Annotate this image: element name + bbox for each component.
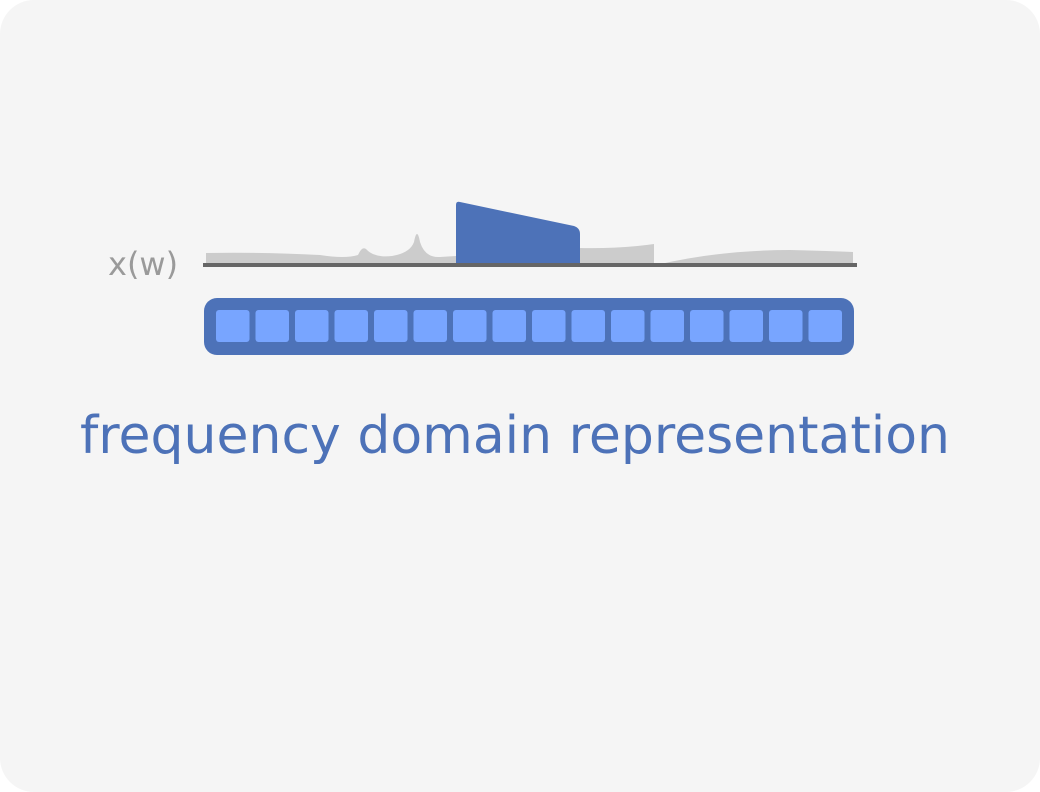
axis-label: x(w) [108, 245, 179, 283]
frequency-bin [650, 310, 684, 342]
spectrum-background-shape [206, 234, 456, 265]
frequency-bin [216, 310, 250, 342]
frequency-bin [413, 310, 447, 342]
frequency-bin [808, 310, 842, 342]
frequency-bin [255, 310, 289, 342]
frequency-bin [769, 310, 803, 342]
spectrum-mid-shape [578, 244, 654, 265]
bins-group [216, 310, 842, 342]
frequency-bin [532, 310, 566, 342]
diagram-caption: frequency domain representation [80, 406, 950, 466]
spectrum-right-shape [656, 250, 853, 265]
frequency-bin [295, 310, 329, 342]
highlighted-band [456, 201, 580, 265]
frequency-bin [611, 310, 645, 342]
frequency-bin [334, 310, 368, 342]
frequency-bin [374, 310, 408, 342]
frequency-bin [492, 310, 526, 342]
frequency-bin [453, 310, 487, 342]
frequency-bin [690, 310, 724, 342]
frequency-bin [729, 310, 763, 342]
frequency-bin [571, 310, 605, 342]
